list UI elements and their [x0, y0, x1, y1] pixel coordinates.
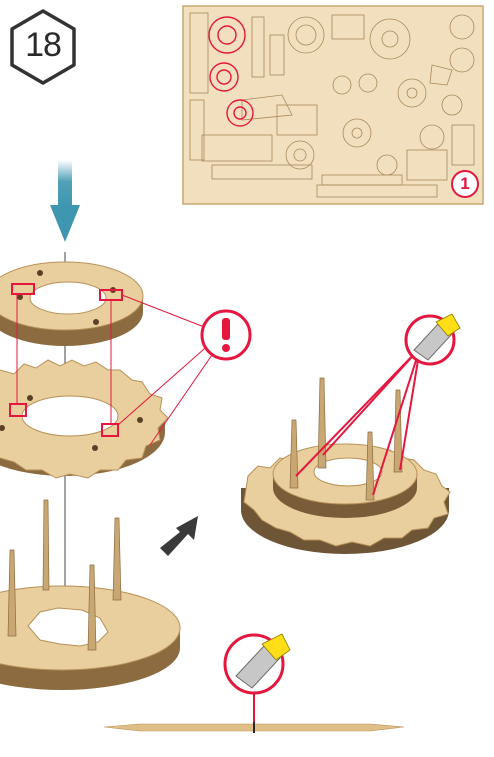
top-ring-part: [0, 262, 143, 346]
base-disc-part: [0, 500, 180, 690]
assembled-stack: [241, 378, 450, 554]
down-arrow-icon: [50, 160, 80, 242]
toothpick-part: [104, 722, 404, 733]
craft-knife-icon: [225, 634, 290, 730]
exclamation-warning-icon: [202, 311, 250, 359]
right-arrow-icon: [160, 516, 198, 556]
craft-knife-icon: [406, 314, 460, 364]
